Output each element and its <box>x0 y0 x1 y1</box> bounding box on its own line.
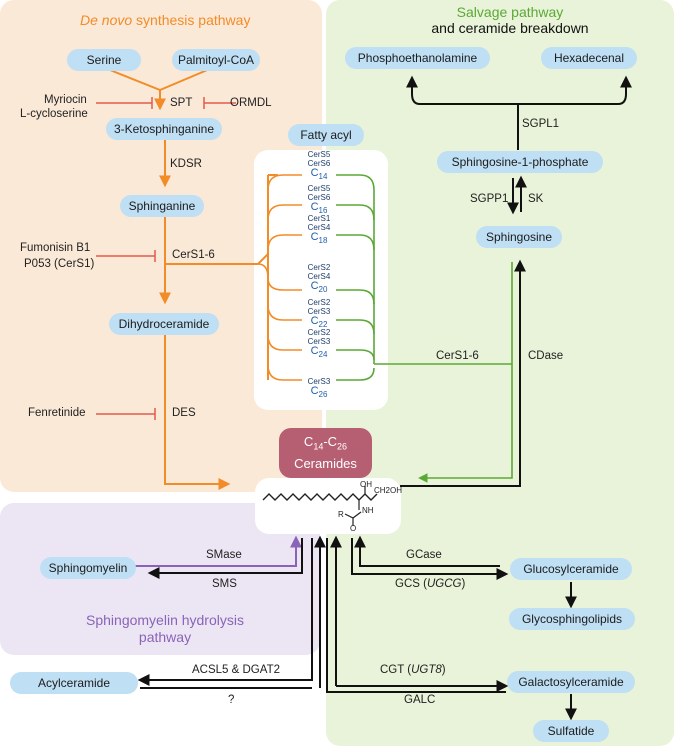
serine-node: Serine <box>67 49 141 71</box>
cgt-label: CGT (UGT8) <box>380 664 446 676</box>
unknown-label: ? <box>228 694 235 706</box>
chain-length-label: C18 <box>310 231 328 246</box>
structure-o: O <box>350 524 357 533</box>
salvage-title: Salvage pathway and ceramide breakdown <box>420 4 600 36</box>
sphingosine-node: Sphingosine <box>476 226 562 248</box>
chain-length-label: C26 <box>310 385 328 400</box>
p053-label: P053 (CerS1) <box>24 258 95 270</box>
gcase-label: GCase <box>406 549 442 561</box>
myriocin-label: Myriocin <box>44 94 87 106</box>
sm-title: Sphingomyelin hydrolysis pathway <box>60 612 270 646</box>
fenretinide-label: Fenretinide <box>28 407 86 419</box>
sm-title-line1: Sphingomyelin hydrolysis <box>86 612 244 628</box>
cgt-close: ) <box>441 664 446 676</box>
acyl-chain-box <box>254 150 388 410</box>
phosphoethanolamine-node: Phosphoethanolamine <box>345 47 490 69</box>
cers-left-label: CerS1-6 <box>172 249 215 261</box>
sgpl1-label: SGPL1 <box>522 118 560 130</box>
de-novo-title-rest: synthesis pathway <box>132 12 251 28</box>
s1p-node: Sphingosine-1-phosphate <box>437 151 603 173</box>
sulfatide-node: Sulfatide <box>533 720 609 742</box>
chain-length-label: C14 <box>310 167 328 182</box>
cdase-label: CDase <box>528 350 564 362</box>
gcs-gene: UGCG <box>426 578 462 590</box>
salvage-title-line2: and ceramide breakdown <box>431 20 589 36</box>
chain-length-label: C22 <box>310 315 328 330</box>
chain-cers-label: CerS3 <box>307 377 331 386</box>
ceramide-structure <box>262 486 378 526</box>
cgt-gene: UGT8 <box>411 664 442 676</box>
chain-length-label: C20 <box>310 280 328 295</box>
salvage-title-line1: Salvage pathway <box>456 4 564 20</box>
structure-ch2oh: CH2OH <box>374 486 403 495</box>
chain-length-label: C24 <box>310 345 328 360</box>
spt-label: SPT <box>170 97 193 109</box>
kdsr-label: KDSR <box>170 158 202 170</box>
sphingomyelin-node: Sphingomyelin <box>40 557 136 579</box>
palmitoyl-coa-node: Palmitoyl-CoA <box>172 49 260 71</box>
sm-title-line2: pathway <box>138 629 192 645</box>
ceramides-range: C14-C26 <box>303 433 348 452</box>
hexadecenal-node: Hexadecenal <box>541 47 637 69</box>
glycosphingolipids-node: Glycosphingolipids <box>509 608 635 630</box>
dihydroceramide-node: Dihydroceramide <box>109 313 219 335</box>
acsl5-label: ACSL5 & DGAT2 <box>192 664 280 676</box>
sms-label: SMS <box>212 578 237 590</box>
ketosphinganine-node: 3-Ketosphinganine <box>106 118 222 140</box>
cgt-name: CGT ( <box>380 664 412 676</box>
galactosylceramide-node: Galactosylceramide <box>507 671 635 693</box>
structure-r: R <box>338 510 344 519</box>
sgpp1-label: SGPP1 <box>470 193 509 205</box>
fatty-acyl-node: Fatty acyl <box>288 124 364 146</box>
galc-label: GALC <box>404 694 436 706</box>
lcycloserine-label: L-cycloserine <box>20 108 88 120</box>
smase-label: SMase <box>206 549 242 561</box>
gcs-label: GCS (UGCG) <box>395 578 465 590</box>
ormdl-label: ORMDL <box>230 97 272 109</box>
sphinganine-node: Sphinganine <box>120 195 204 217</box>
ceramides-label: Ceramides <box>294 456 357 472</box>
structure-oh: OH <box>360 480 372 489</box>
gcs-name: GCS ( <box>395 578 427 590</box>
ceramides-node: C14-C26 Ceramides <box>279 428 372 478</box>
de-novo-title: De novo synthesis pathway <box>80 12 250 28</box>
gcs-close: ) <box>461 578 466 590</box>
sk-label: SK <box>528 193 544 205</box>
chain-length-label: C16 <box>310 201 328 216</box>
ceramide-structure-box <box>255 478 401 534</box>
cers-right-label: CerS1-6 <box>436 350 479 362</box>
glucosylceramide-node: Glucosylceramide <box>510 558 632 580</box>
de-novo-title-italic: De novo <box>80 12 133 28</box>
des-label: DES <box>172 407 196 419</box>
fumonisin-label: Fumonisin B1 <box>20 242 91 254</box>
acylceramide-node: Acylceramide <box>10 672 138 694</box>
structure-nh: NH <box>362 506 374 515</box>
